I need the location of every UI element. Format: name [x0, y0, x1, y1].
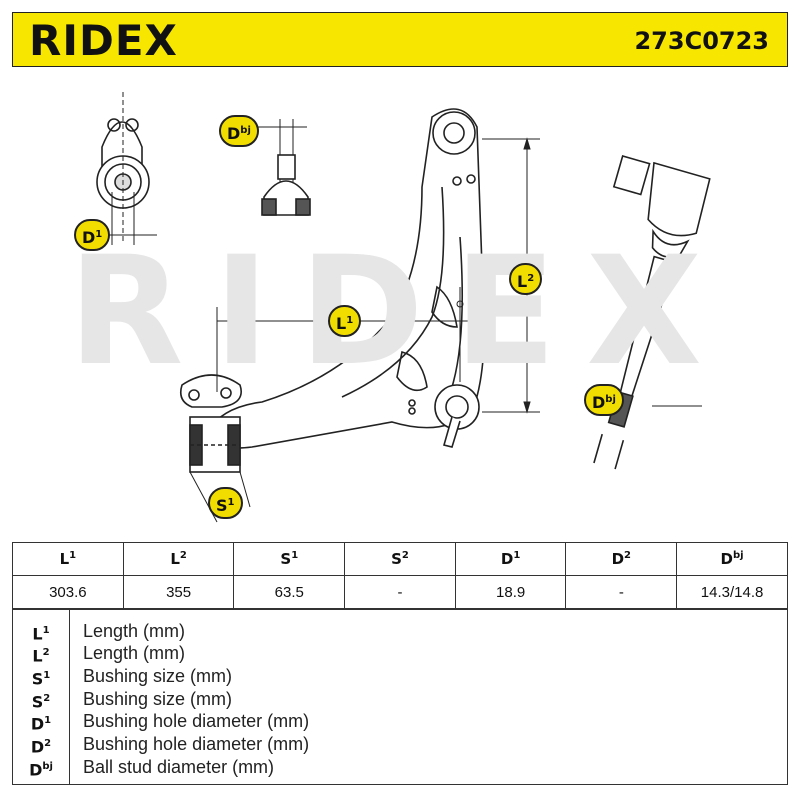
spec-table: L1 L2 S1 S2 D1 D2 Dbj 303.6 355 63.5 - 1… — [12, 542, 788, 609]
label-s1: S1 — [208, 487, 243, 519]
spec-value-l1: 303.6 — [12, 575, 124, 609]
legend-text: Bushing hole diameter (mm) — [83, 711, 310, 731]
label-dbj-top: Dbj — [219, 115, 259, 147]
legend-row-s2: S2 Bushing size (mm) — [13, 688, 787, 712]
ball-joint-top-view — [252, 119, 311, 216]
legend-text: Length (mm) — [83, 621, 186, 641]
part-number: 273C0723 — [634, 27, 769, 55]
legend-row-d1: D1 Bushing hole diameter (mm) — [13, 710, 787, 734]
spec-header-l1: L1 — [12, 542, 124, 576]
brand-logo: RIDEX — [29, 16, 178, 65]
legend-row-l1: L1 Length (mm) — [13, 620, 787, 644]
spec-value-l2: 355 — [122, 575, 235, 609]
legend-row-l2: L2 Length (mm) — [13, 642, 787, 666]
spec-value-d2: - — [565, 575, 678, 609]
legend-divider — [69, 610, 70, 784]
spec-header-l2: L2 — [122, 542, 235, 576]
legend-text: Bushing hole diameter (mm) — [83, 734, 310, 754]
spec-header-s2: S2 — [344, 542, 456, 576]
spec-header-row: L1 L2 S1 S2 D1 D2 Dbj — [12, 542, 788, 576]
spec-header-d2: D2 — [565, 542, 678, 576]
control-arm-body — [206, 108, 486, 449]
label-l2: L2 — [509, 263, 543, 295]
bushing-side-view — [82, 92, 157, 245]
legend-row-s1: S1 Bushing size (mm) — [13, 665, 787, 689]
bushing-left-end — [179, 374, 251, 523]
spec-header-d1: D1 — [454, 542, 567, 576]
legend-key: D1 — [30, 714, 52, 734]
legend-text: Bushing size (mm) — [83, 689, 233, 709]
legend-key: L2 — [32, 646, 50, 666]
control-arm-drawing — [82, 92, 711, 523]
label-d1: D1 — [74, 219, 111, 251]
technical-drawing: RIDEX — [12, 67, 788, 542]
watermark: RIDEX — [68, 225, 732, 399]
spec-value-row: 303.6 355 63.5 - 18.9 - 14.3/14.8 — [12, 575, 788, 609]
legend-key: Dbj — [29, 760, 53, 780]
legend-text: Length (mm) — [83, 643, 186, 663]
header-bar: RIDEX 273C0723 — [12, 12, 788, 67]
legend-text: Bushing size (mm) — [83, 666, 233, 686]
legend-key: S2 — [31, 692, 51, 712]
spec-value-s1: 63.5 — [233, 575, 346, 609]
spec-header-dbj: Dbj — [676, 542, 788, 576]
legend-key: S1 — [31, 669, 51, 689]
legend-row-d2: D2 Bushing hole diameter (mm) — [13, 733, 787, 757]
label-l1: L1 — [328, 305, 362, 337]
legend-text: Ball stud diameter (mm) — [83, 757, 275, 777]
spec-value-d1: 18.9 — [454, 575, 567, 609]
spec-value-dbj: 14.3/14.8 — [676, 575, 788, 609]
spec-header-s1: S1 — [233, 542, 346, 576]
legend-box: L1 Length (mm) L2 Length (mm) S1 Bushing… — [12, 609, 788, 785]
legend-key: L1 — [32, 624, 50, 644]
legend-row-dbj: Dbj Ball stud diameter (mm) — [13, 756, 787, 780]
ball-joint-side-view — [593, 155, 711, 470]
label-dbj-right: Dbj — [584, 384, 624, 416]
spec-value-s2: - — [344, 575, 456, 609]
legend-key: D2 — [30, 737, 52, 757]
